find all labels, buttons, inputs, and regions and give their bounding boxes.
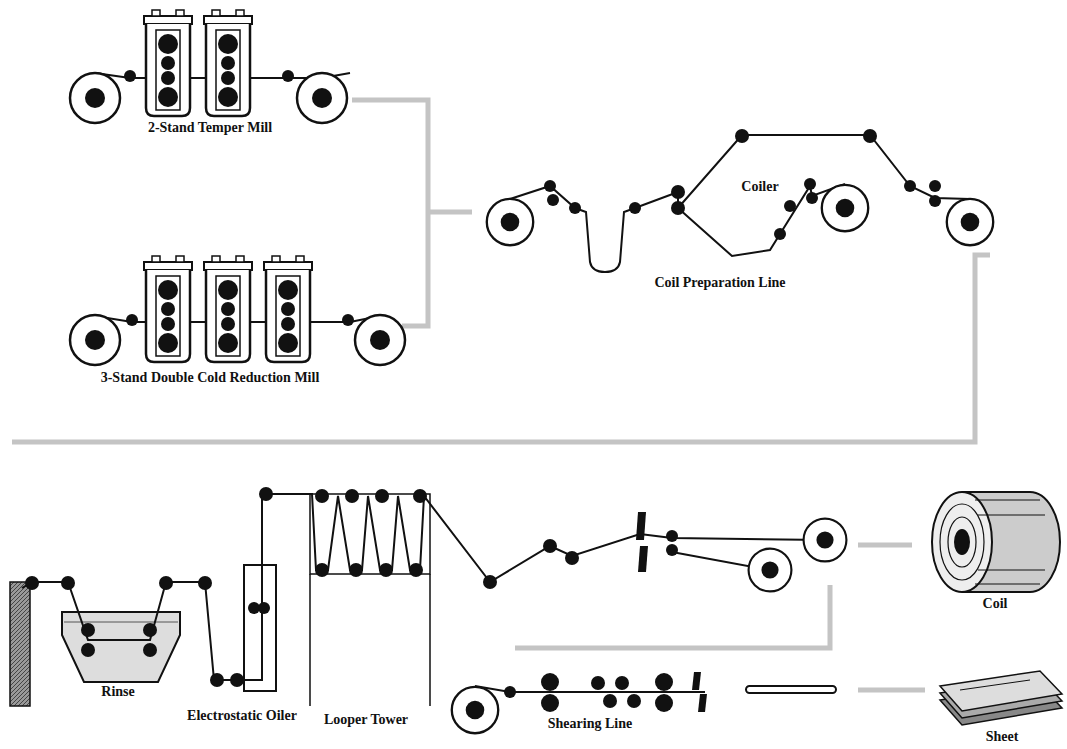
station-label: 3-Stand Double Cold Reduction Mill (60, 370, 360, 386)
station-label: Looper Tower (311, 712, 421, 728)
station-label: Sheet (967, 729, 1037, 745)
station-label: Shearing Line (525, 716, 655, 732)
station-label: Rinse (78, 684, 158, 700)
station-label: 2-Stand Temper Mill (110, 120, 310, 136)
station-label: Electrostatic Oiler (187, 708, 297, 724)
station-label: Coiler (720, 179, 800, 195)
station-label: Coil Preparation Line (620, 275, 820, 291)
station-label: Coil (955, 596, 1035, 612)
